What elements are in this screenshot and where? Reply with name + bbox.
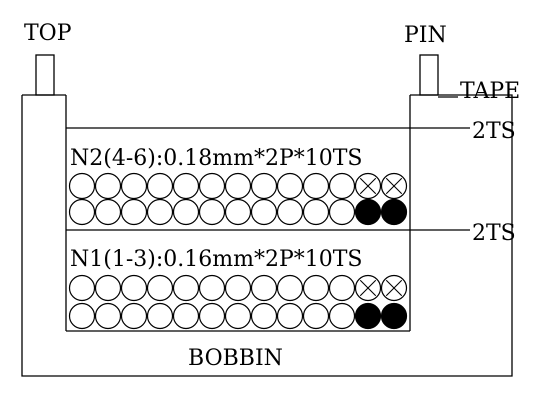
bobbin-label: BOBBIN (188, 346, 283, 371)
wire-cross-mark (385, 177, 403, 195)
wire-open (68, 302, 96, 330)
wire-cross-mark (359, 177, 377, 195)
wire-open (276, 274, 304, 302)
wire-filled (354, 302, 382, 330)
pin-post (419, 54, 439, 96)
wire-open (328, 302, 356, 330)
wire-open (250, 274, 278, 302)
wire-open (94, 172, 122, 200)
wire-open (302, 198, 330, 226)
tape-label: TAPE (460, 79, 520, 104)
tape-layers-top-label: 2TS (472, 119, 516, 144)
wire-open (250, 302, 278, 330)
wire-open (120, 172, 148, 200)
wire-open (68, 172, 96, 200)
wire-open (328, 274, 356, 302)
wire-open (146, 274, 174, 302)
wire-open (94, 274, 122, 302)
wire-filled (380, 302, 408, 330)
wire-open (276, 302, 304, 330)
wire-open (302, 172, 330, 200)
wire-open (146, 302, 174, 330)
wire-open (120, 274, 148, 302)
wire-open (146, 172, 174, 200)
tape-layers-mid-label: 2TS (472, 221, 516, 246)
wire-open (198, 302, 226, 330)
pin-label: PIN (404, 23, 447, 48)
wire-open (276, 198, 304, 226)
bobbin-outline (21, 94, 513, 377)
wire-filled (380, 198, 408, 226)
wire-open (172, 172, 200, 200)
wire-open (198, 274, 226, 302)
wire-open (68, 274, 96, 302)
wire-open (198, 198, 226, 226)
wire-open (224, 274, 252, 302)
top-label: TOP (24, 21, 72, 46)
wire-open (146, 198, 174, 226)
wire-open (224, 302, 252, 330)
wire-open (172, 274, 200, 302)
wire-open (224, 198, 252, 226)
wire-open (120, 302, 148, 330)
wire-open (68, 198, 96, 226)
top-post (35, 54, 55, 96)
winding-n2-label: N2(4-6):0.18mm*2P*10TS (70, 146, 363, 171)
wire-cross-mark (359, 279, 377, 297)
wire-open (94, 302, 122, 330)
wire-open (198, 172, 226, 200)
wire-open (172, 198, 200, 226)
wire-open (328, 198, 356, 226)
wire-open (120, 198, 148, 226)
wire-open (302, 274, 330, 302)
winding-n1-label: N1(1-3):0.16mm*2P*10TS (70, 247, 363, 272)
wire-open (94, 198, 122, 226)
wire-cross-mark (385, 279, 403, 297)
wire-open (276, 172, 304, 200)
wire-filled (354, 198, 382, 226)
wire-open (224, 172, 252, 200)
wire-open (302, 302, 330, 330)
wire-open (172, 302, 200, 330)
wire-open (250, 172, 278, 200)
wire-open (328, 172, 356, 200)
wire-layers (68, 172, 408, 330)
wire-open (250, 198, 278, 226)
